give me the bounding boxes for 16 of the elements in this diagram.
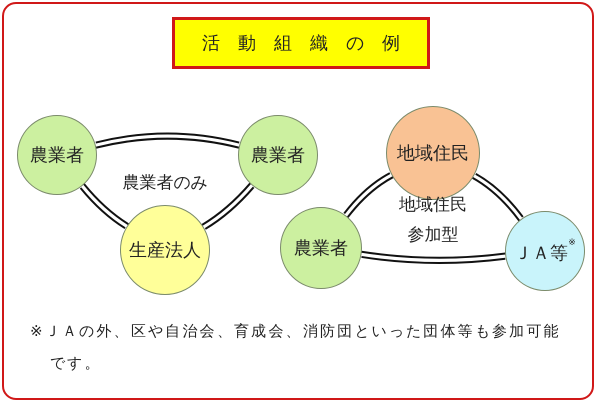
member-label: 農業者 bbox=[251, 144, 305, 167]
double-line-connector bbox=[94, 132, 240, 149]
double-line-connector bbox=[360, 250, 506, 264]
member-label: ＪＡ等$^{※}$ bbox=[514, 238, 576, 264]
member-label: 農業者 bbox=[294, 237, 348, 260]
member-label: 地域住民 bbox=[397, 142, 469, 165]
double-line-connector bbox=[200, 182, 255, 230]
double-line-connector bbox=[471, 172, 524, 222]
footnote-text: ※ＪＡの外、区や自治会、育成会、消防団といった団体等も参加可能です。 bbox=[30, 321, 562, 374]
title-box: 活 動 組 織 の 例 bbox=[172, 17, 430, 69]
member-label: 生産法人 bbox=[129, 239, 201, 262]
group-label: 地域住民参加型 bbox=[398, 194, 468, 247]
double-line-connector bbox=[80, 183, 130, 230]
member-label: 農業者 bbox=[30, 144, 84, 167]
group-label: 農業者のみ bbox=[122, 172, 208, 195]
double-line-connector bbox=[343, 172, 394, 218]
